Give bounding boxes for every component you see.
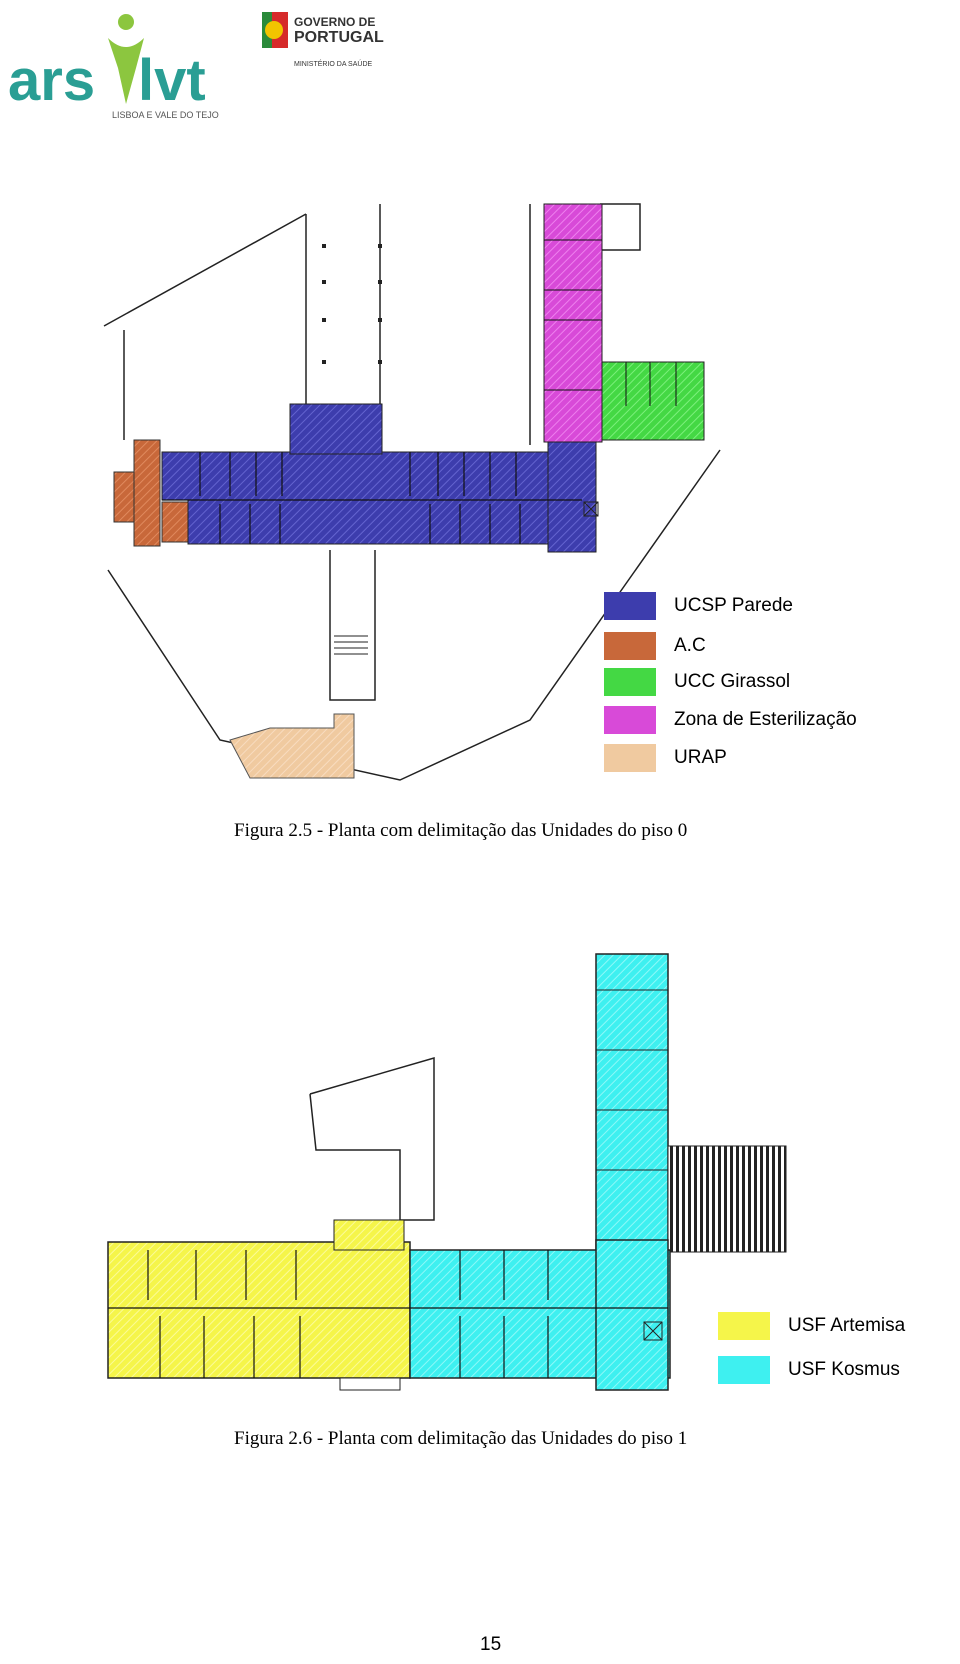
legend-swatch [604, 706, 656, 734]
figure-caption-2-6: Figura 2.6 - Planta com delimitação das … [234, 1428, 688, 1449]
legend-label: Zona de Esterilização [674, 709, 857, 730]
floor-plan-piso-1 [107, 953, 787, 1391]
legend-item-zona-esterilizacao: Zona de Esterilização [604, 706, 857, 734]
svg-text:GOVERNO DE: GOVERNO DE [294, 15, 375, 29]
ars-logo-subtitle: LISBOA E VALE DO TEJO [112, 110, 219, 120]
legend-swatch [604, 632, 656, 660]
svg-text:PORTUGAL: PORTUGAL [294, 29, 384, 46]
legend-label: A.C [674, 635, 706, 656]
legend-item-ac: A.C [604, 632, 706, 660]
svg-text:lvt: lvt [138, 48, 206, 113]
legend-item-usf-kosmus: USF Kosmus [718, 1356, 900, 1384]
svg-text:MINISTÉRIO DA SAÚDE: MINISTÉRIO DA SAÚDE [294, 59, 373, 68]
legend-label: USF Artemisa [788, 1315, 906, 1336]
svg-text:ars: ars [8, 48, 95, 113]
figure-caption-2-5: Figura 2.5 - Planta com delimitação das … [234, 820, 688, 841]
legend-swatch [718, 1312, 770, 1340]
legend-label: URAP [674, 747, 727, 768]
legend-item-usf-artemisa: USF Artemisa [718, 1312, 905, 1340]
legend-swatch [718, 1356, 770, 1384]
governo-portugal-logo: GOVERNO DE PORTUGAL MINISTÉRIO DA SAÚDE [262, 8, 402, 78]
legend-swatch [604, 744, 656, 772]
legend-label: USF Kosmus [788, 1359, 900, 1380]
legend-label: UCSP Parede [674, 595, 793, 616]
page-number: 15 [480, 1634, 502, 1655]
legend-swatch [604, 668, 656, 696]
legend-item-urap: URAP [604, 744, 727, 772]
floor-plan-piso-0 [103, 203, 721, 781]
legend-item-ucc-girassol: UCC Girassol [604, 668, 790, 696]
legend-item-ucsp-parede: UCSP Parede [604, 592, 793, 620]
legend-swatch [604, 592, 656, 620]
ars-lvt-logo: ars lvt LISBOA E VALE DO TEJO [8, 8, 236, 124]
legend-label: UCC Girassol [674, 671, 791, 692]
